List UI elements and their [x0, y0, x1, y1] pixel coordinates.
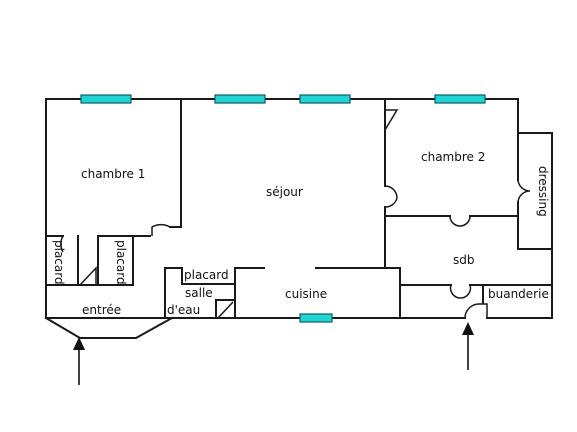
window-icon [299, 94, 351, 104]
window-icon [434, 94, 486, 104]
door-swing-icon [60, 109, 531, 319]
room-label-salle: salle [185, 286, 213, 300]
window-icon [214, 94, 266, 104]
room-label-dressing: dressing [536, 166, 550, 217]
entrance-arrow-icon [73, 322, 474, 385]
room-label-sdb: sdb [453, 253, 475, 267]
window-icon [80, 94, 132, 104]
room-label-sejour: séjour [266, 185, 303, 199]
room-label-chambre-2: chambre 2 [421, 150, 485, 164]
room-label-placard-small: placard [184, 268, 229, 282]
room-label-deau: d'eau [167, 303, 200, 317]
room-label-chambre-1: chambre 1 [81, 167, 145, 181]
room-label-placard-right: placard [114, 240, 128, 285]
room-label-buanderie: buanderie [488, 287, 549, 301]
room-label-cuisine: cuisine [285, 287, 327, 301]
room-label-entree: entrée [82, 303, 121, 317]
outer-walls [44, 98, 553, 339]
windows [80, 94, 486, 323]
room-label-placard-left: placard [52, 240, 66, 285]
room-labels: chambre 1 séjour chambre 2 dressing plac… [52, 150, 550, 317]
window-icon [299, 313, 333, 323]
interior-walls [45, 98, 553, 319]
